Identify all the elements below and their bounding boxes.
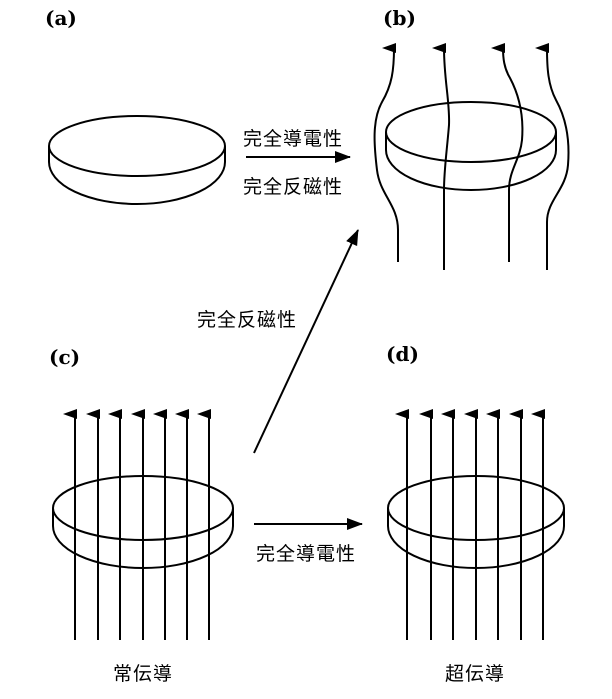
disc-a — [48, 115, 226, 205]
label-perfect-diamagnetism-ab: 完全反磁性 — [243, 176, 344, 198]
panel-label-d: (d) — [386, 342, 419, 366]
panel-label-b: (b) — [383, 6, 416, 30]
field-line-b-2 — [432, 42, 451, 270]
arrow-c-to-b — [253, 229, 359, 454]
caption-superconduction: 超伝導 — [445, 663, 506, 685]
label-perfect-conductivity-cd: 完全導電性 — [256, 543, 357, 565]
label-perfect-conductivity-ab: 完全導電性 — [243, 128, 344, 150]
disc-b — [385, 101, 557, 191]
field-line-b-4 — [535, 42, 570, 270]
label-perfect-diamagnetism-cb: 完全反磁性 — [197, 309, 298, 331]
panel-label-a: (a) — [45, 6, 77, 30]
field-line-b-1 — [373, 43, 399, 262]
field-lines-d-lower — [406, 536, 544, 640]
field-line-b-3 — [491, 42, 524, 262]
field-lines-c-lower — [74, 536, 210, 640]
panel-label-c: (c) — [49, 345, 81, 369]
caption-normal-conduction: 常伝導 — [113, 663, 174, 685]
expelled-field-lines — [373, 42, 570, 270]
